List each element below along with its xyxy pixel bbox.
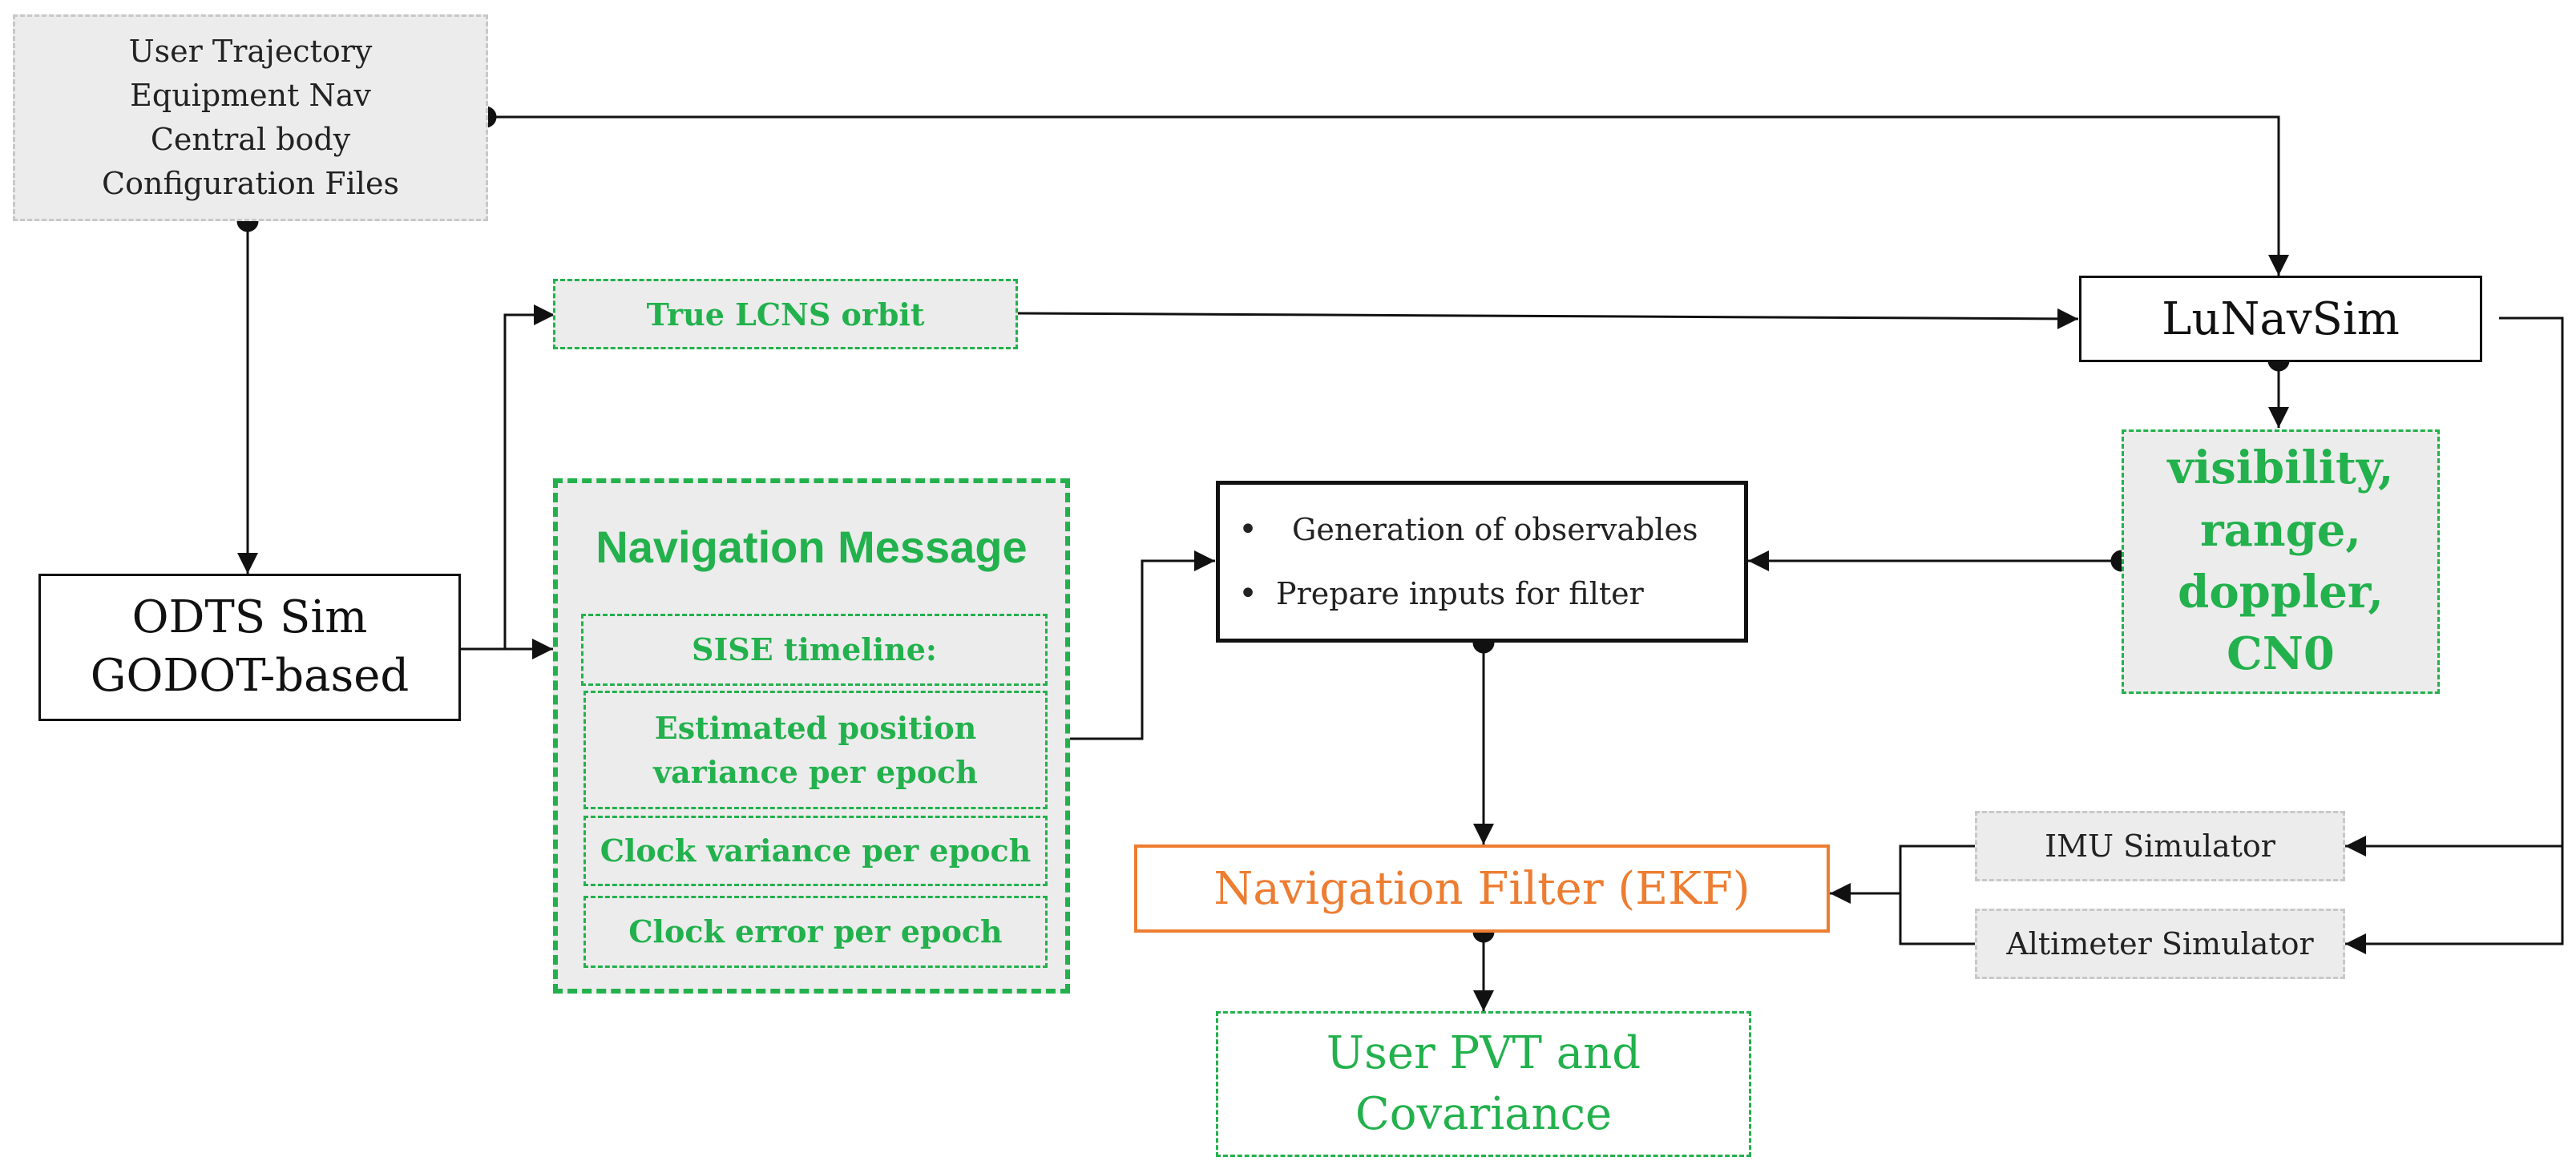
config-line-4: Configuration Files bbox=[102, 166, 399, 202]
processing-box: • Generation of observables • Prepare in… bbox=[1216, 481, 1748, 643]
lunavsim-to-sensors-arrow bbox=[2345, 316, 2564, 954]
altimeter-simulator-label: Altimeter Simulator bbox=[2006, 926, 2314, 961]
bullet-generation-label: Generation of observables bbox=[1292, 512, 1698, 548]
config-files-box: User Trajectory Equipment Nav Central bo… bbox=[13, 14, 488, 221]
position-variance-line-1: Estimated position bbox=[654, 709, 977, 746]
observables-line-3: doppler, bbox=[2178, 566, 2384, 619]
sise-timeline-label: SISE timeline: bbox=[692, 631, 937, 668]
bullet-dot-1: • bbox=[1238, 511, 1258, 549]
observables-box: visibility, range, doppler, CN0 bbox=[2122, 429, 2440, 694]
config-line-2: Equipment Nav bbox=[130, 77, 371, 113]
observables-line-2: range, bbox=[2200, 503, 2361, 557]
navigation-message-box bbox=[553, 478, 1070, 994]
observables-line-4: CN0 bbox=[2227, 627, 2335, 681]
lunavsim-box: LuNavSim bbox=[2079, 276, 2482, 362]
position-variance-line-2: variance per epoch bbox=[653, 754, 978, 790]
position-variance-box: Estimated position variance per epoch bbox=[583, 691, 1048, 809]
user-pvt-line-2: Covariance bbox=[1355, 1088, 1613, 1140]
bullet-dot-2: • bbox=[1238, 574, 1258, 612]
true-orbit-label: True LCNS orbit bbox=[646, 296, 925, 333]
user-pvt-line-1: User PVT and bbox=[1326, 1027, 1641, 1080]
true-orbit-box: True LCNS orbit bbox=[553, 279, 1018, 349]
navmsg-to-processing-arrow bbox=[1070, 550, 1215, 740]
user-pvt-box: User PVT and Covariance bbox=[1216, 1011, 1751, 1157]
odts-to-orbit-arrow bbox=[459, 304, 555, 651]
clock-error-label: Clock error per epoch bbox=[628, 913, 1003, 950]
altimeter-simulator-box: Altimeter Simulator bbox=[1975, 909, 2345, 979]
observables-line-1: visibility, bbox=[2167, 441, 2394, 495]
clock-variance-label: Clock variance per epoch bbox=[600, 832, 1032, 869]
imu-simulator-label: IMU Simulator bbox=[2045, 828, 2275, 864]
sise-timeline-box: SISE timeline: bbox=[581, 614, 1048, 686]
navigation-filter-label: Navigation Filter (EKF) bbox=[1213, 862, 1750, 915]
orbit-to-lunavsim-arrow bbox=[1015, 308, 2079, 329]
imu-to-filter-line bbox=[1899, 845, 1975, 945]
config-line-1: User Trajectory bbox=[128, 33, 373, 69]
clock-error-box: Clock error per epoch bbox=[583, 896, 1048, 968]
config-to-lunavsim-arrow bbox=[486, 115, 2289, 276]
imu-simulator-box: IMU Simulator bbox=[1975, 811, 2345, 881]
odts-line-1: ODTS Sim bbox=[131, 591, 368, 644]
navigation-message-title: Navigation Message bbox=[596, 522, 1028, 572]
navigation-filter-box: Navigation Filter (EKF) bbox=[1134, 845, 1830, 933]
bullet-prepare: • Prepare inputs for filter bbox=[1220, 575, 1744, 612]
bullet-generation: • Generation of observables bbox=[1220, 511, 1744, 548]
config-line-3: Central body bbox=[150, 122, 351, 157]
clock-variance-box: Clock variance per epoch bbox=[583, 816, 1048, 886]
odts-line-2: GODOT-based bbox=[90, 650, 410, 702]
odts-sim-box: ODTS Sim GODOT-based bbox=[38, 574, 461, 721]
bullet-prepare-label: Prepare inputs for filter bbox=[1276, 575, 1644, 611]
lunavsim-label: LuNavSim bbox=[2162, 292, 2400, 345]
